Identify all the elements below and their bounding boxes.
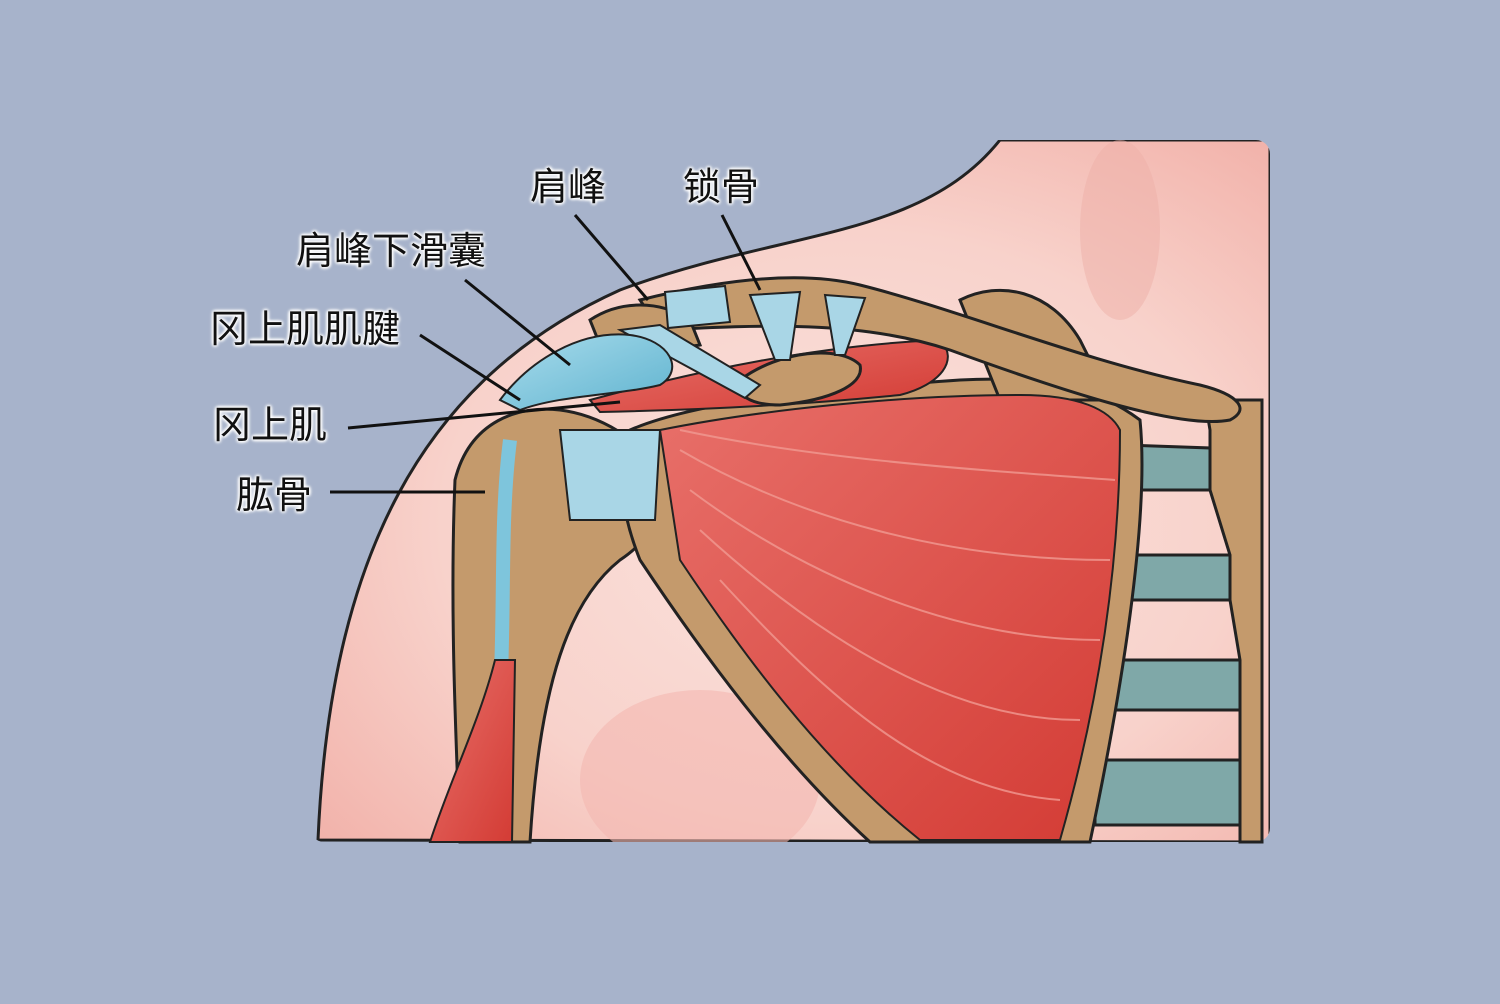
- label-subacromial-bursa: 肩峰下滑囊: [296, 229, 487, 273]
- leader-acromion: [573, 214, 650, 301]
- label-clavicle: 锁骨: [683, 165, 760, 209]
- leader-lines: [330, 214, 762, 494]
- leader-subacromial-bursa: [464, 278, 571, 367]
- leader-supraspinatus: [347, 400, 621, 430]
- subscapularis-muscle: [658, 393, 1122, 841]
- subscapularis-tendon: [558, 429, 662, 521]
- biceps-muscle: [428, 659, 517, 843]
- label-supraspinatus-tendon: 冈上肌肌腱: [210, 307, 401, 351]
- leader-clavicle: [720, 214, 762, 291]
- label-acromion: 肩峰: [530, 165, 607, 209]
- label-humerus: 肱骨: [236, 473, 313, 517]
- label-supraspinatus: 冈上肌: [213, 403, 328, 447]
- leader-supraspinatus-tendon: [419, 333, 521, 402]
